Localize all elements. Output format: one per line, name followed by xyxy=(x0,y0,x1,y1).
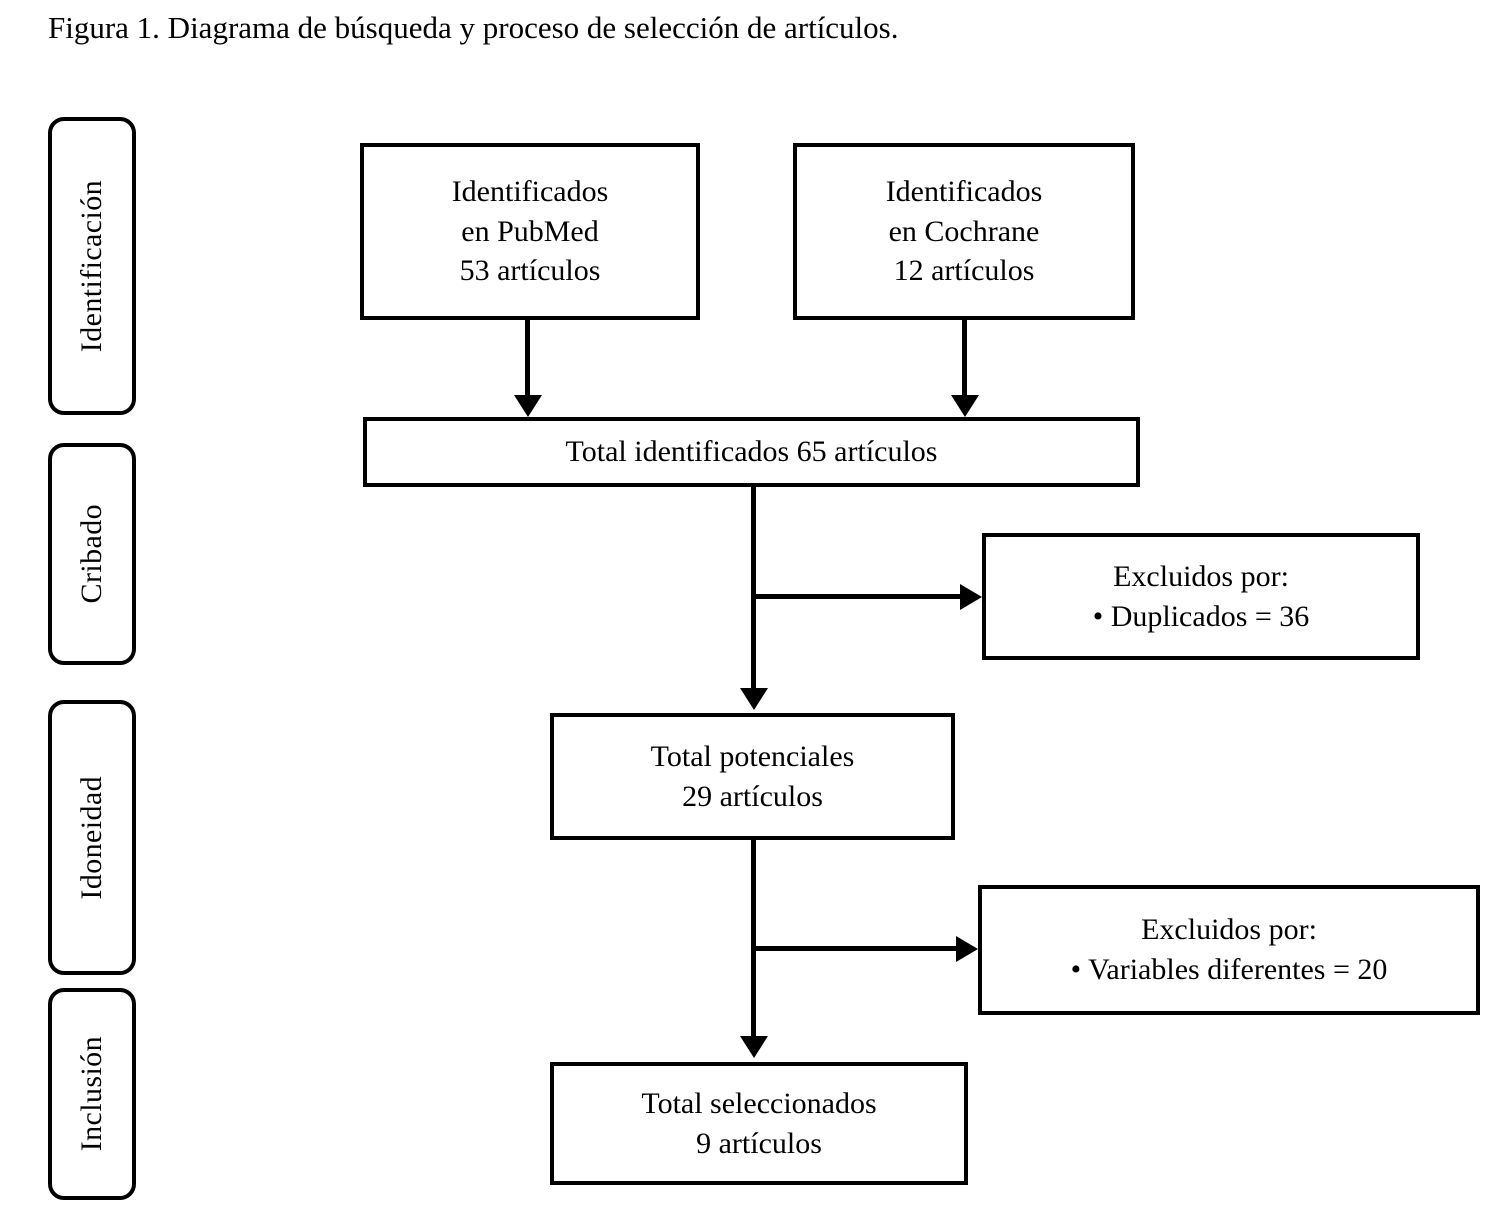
node-total-potenciales-line2: 29 artículos xyxy=(682,779,823,813)
connector-potential-to-selected-arrowhead xyxy=(740,1036,768,1058)
node-total-potenciales-line1: Total potenciales xyxy=(650,739,855,773)
connector-cochrane-to-total-arrowhead xyxy=(951,395,979,417)
stage-box-identificacion: Identificación xyxy=(48,117,136,415)
node-excluidos-duplicados-item: • Duplicados = 36 xyxy=(1092,599,1310,633)
stage-label-idoneidad: Idoneidad xyxy=(75,775,108,900)
stage-box-cribado: Cribado xyxy=(48,443,136,665)
node-total-seleccionados-line2: 9 artículos xyxy=(696,1126,822,1160)
node-identificados-cochrane: Identificados en Cochrane 12 artículos xyxy=(793,143,1135,320)
connector-pubmed-to-total-arrowhead xyxy=(514,395,542,417)
node-pubmed-line1: Identificados xyxy=(451,175,609,209)
stage-label-inclusion: Inclusión xyxy=(75,1036,108,1152)
connector-total-to-potential-line xyxy=(751,487,756,690)
node-total-seleccionados: Total seleccionados 9 artículos xyxy=(550,1062,968,1185)
node-pubmed-line2: en PubMed xyxy=(461,214,599,248)
connector-total-to-potential-arrowhead xyxy=(740,688,768,710)
connector-total-to-excluded-duplicates-line xyxy=(751,594,963,599)
stage-label-cribado: Cribado xyxy=(75,504,108,604)
stage-label-identificacion: Identificación xyxy=(75,179,108,353)
node-excluidos-duplicados-heading: Excluidos por: xyxy=(1113,559,1289,593)
connector-potential-to-excluded-variables-arrowhead xyxy=(956,936,978,962)
node-excluidos-variables-item: • Variables diferentes = 20 xyxy=(1070,953,1388,986)
node-cochrane-line3: 12 artículos xyxy=(893,254,1035,288)
node-identificados-pubmed: Identificados en PubMed 53 artículos xyxy=(360,143,700,320)
connector-potential-to-excluded-variables-line xyxy=(751,946,959,951)
node-total-potenciales: Total potenciales 29 artículos xyxy=(550,713,955,840)
stage-box-idoneidad: Idoneidad xyxy=(48,700,136,975)
node-pubmed-line3: 53 artículos xyxy=(459,254,601,288)
stage-box-inclusion: Inclusión xyxy=(48,988,136,1200)
connector-total-to-excluded-duplicates-arrowhead xyxy=(960,584,982,610)
node-excluidos-duplicados: Excluidos por: • Duplicados = 36 xyxy=(982,533,1420,660)
node-cochrane-line1: Identificados xyxy=(885,175,1043,209)
figure-title: Figura 1. Diagrama de búsqueda y proceso… xyxy=(48,10,899,45)
node-total-identificados: Total identificados 65 artículos xyxy=(363,417,1140,487)
node-excluidos-variables: Excluidos por: • Variables diferentes = … xyxy=(978,885,1480,1015)
connector-potential-to-selected-line xyxy=(751,840,756,1040)
connector-pubmed-to-total-line xyxy=(525,320,530,397)
node-total-seleccionados-line1: Total seleccionados xyxy=(641,1086,877,1120)
node-total-identificados-line1: Total identificados 65 artículos xyxy=(565,435,938,469)
node-excluidos-variables-heading: Excluidos por: xyxy=(1141,913,1317,947)
node-cochrane-line2: en Cochrane xyxy=(888,214,1040,248)
connector-cochrane-to-total-line xyxy=(962,320,967,397)
